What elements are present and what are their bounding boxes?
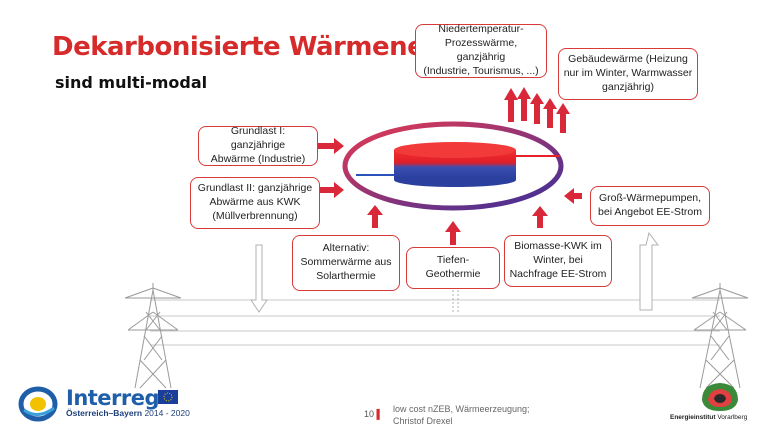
arrow-out-4 [543, 98, 557, 128]
slide-subtitle: sind multi-modal [55, 73, 208, 92]
arrow-grundlast-1 [318, 138, 344, 154]
electricity-up-arrow [639, 231, 659, 311]
interreg-region: Österreich–Bayern 2014 - 2020 [66, 408, 190, 418]
heat-network-ring [342, 121, 564, 211]
heat-arrows [318, 87, 582, 245]
box-grundlast-1: Grundlast I: ganzjährige Abwärme (Indust… [198, 125, 318, 166]
arrow-biomasse [532, 206, 548, 228]
energieinstitut-logo: Energieinstitut Vorarlberg [670, 380, 770, 428]
interreg-logo-icon [18, 386, 58, 422]
interreg-name: Interreg [66, 386, 160, 410]
box-grundlast-2: Grundlast II: ganzjährige Abwärme aus KW… [190, 177, 320, 229]
eu-flag-icon [158, 390, 178, 404]
footer-note: low cost nZEB, Wärmeerzeugung; Christof … [393, 404, 530, 426]
energieinstitut-name: Energieinstitut Vorarlberg [670, 414, 748, 421]
arrow-out-1 [504, 88, 518, 122]
energieinstitut-logo-icon [702, 383, 738, 411]
electricity-down-arrow [250, 244, 268, 313]
slide-title: Dekarbonisierte Wärmenetze [52, 32, 468, 62]
arrow-grundlast-2 [320, 182, 344, 198]
power-pylon-right-icon [691, 283, 749, 389]
arrow-geothermie [445, 221, 461, 245]
electricity-arrows [250, 231, 659, 313]
box-niedertemperatur: Niedertemperatur- Prozesswärme, ganzjähr… [415, 23, 547, 78]
heat-storage-tank [394, 142, 516, 187]
arrow-out-2 [517, 87, 531, 121]
page-number: 10 ▌ [364, 409, 383, 419]
arrow-solarthermie [367, 205, 383, 228]
box-biomasse: Biomasse-KWK im Winter, bei Nachfrage EE… [504, 235, 612, 287]
box-tiefengeothermie: Tiefen- Geothermie [406, 247, 500, 289]
interreg-logo: Interreg Österreich–Bayern 2014 - 2020 [18, 386, 190, 422]
box-waermepumpen: Groß-Wärmepumpen, bei Angebot EE-Strom [590, 186, 710, 226]
power-pylon-left-icon [124, 283, 182, 389]
arrow-waermepumpen [564, 188, 582, 204]
box-gebaeudewaerme: Gebäudewärme (Heizung nur im Winter, War… [558, 48, 698, 100]
power-line [150, 299, 720, 346]
arrow-out-3 [530, 93, 544, 124]
arrow-out-5 [556, 103, 570, 133]
box-solarthermie: Alternativ: Sommerwärme aus Solarthermie [292, 235, 400, 291]
